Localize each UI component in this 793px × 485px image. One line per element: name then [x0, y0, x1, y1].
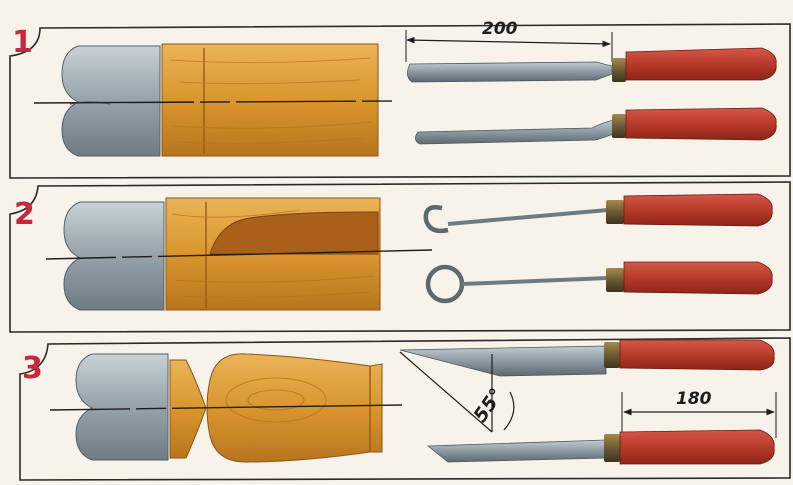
step-number-1: 1 [12, 25, 33, 60]
panel-3: 3 55° 180 [20, 338, 790, 480]
step-number-3: 3 [22, 351, 43, 386]
angle-label-55: 55° [469, 384, 508, 426]
straight-knife-tool [428, 430, 774, 464]
ring-cutter-tool [428, 262, 772, 301]
step-number-2: 2 [14, 197, 35, 232]
panel-2: 2 [10, 182, 790, 332]
skew-chisel-tool [415, 108, 776, 144]
wood-blank [162, 44, 378, 156]
lathe-chuck [76, 354, 168, 460]
dimension-label-180: 180 [676, 389, 712, 409]
angled-knife-tool: 55° [400, 340, 774, 432]
panel-1: 1 200 [10, 19, 790, 178]
chisel-tool [407, 48, 776, 82]
lathe-chuck [62, 46, 160, 156]
dimension-label-200: 200 [482, 19, 518, 39]
hook-cutter-tool [426, 194, 772, 231]
